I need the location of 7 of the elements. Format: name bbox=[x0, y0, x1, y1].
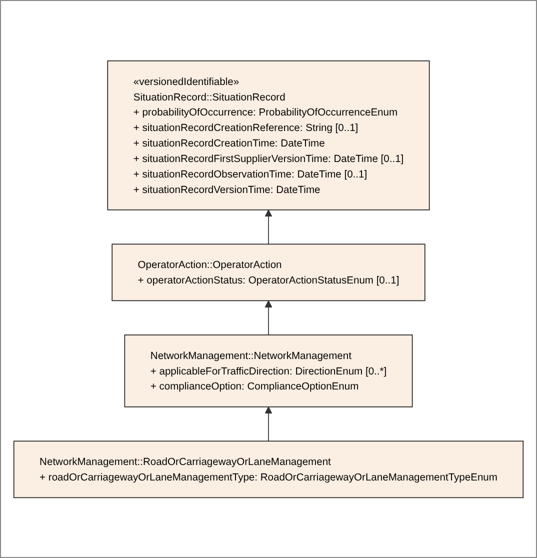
node-box: «versionedIdentifiable» SituationRecord::SituationRecord + probabilityOfOccurrence: ProbabilityOfOccurrenceEnum + situationRecordCreationReference: String [0..1] + situationRecordCreationTime: DateTime + situationRecordFirstSupplierVersionTime: DateTime [0..1] + situationRecordObservationTime: DateTime [0..1] + situationRecordVersionTime: DateTime bbox=[107, 60, 430, 210]
arrow bbox=[264, 406, 272, 442]
arrow bbox=[264, 209, 272, 244]
arrow bbox=[264, 300, 272, 336]
node-box: NetworkManagement::RoadOrCarriagewayOrLaneManagement + roadOrCarriagewayOrLaneManagementType: RoadOrCarriagewayOrLaneManagementTypeEnum bbox=[13, 440, 524, 498]
node-box: NetworkManagement::NetworkManagement + applicableForTrafficDirection: DirectionEnum [0..*] + complianceOption: ComplianceOptionEnum bbox=[124, 334, 413, 408]
node-box: OperatorAction::OperatorAction + operatorActionStatus: OperatorActionStatusEnum [0..1] bbox=[112, 243, 426, 301]
